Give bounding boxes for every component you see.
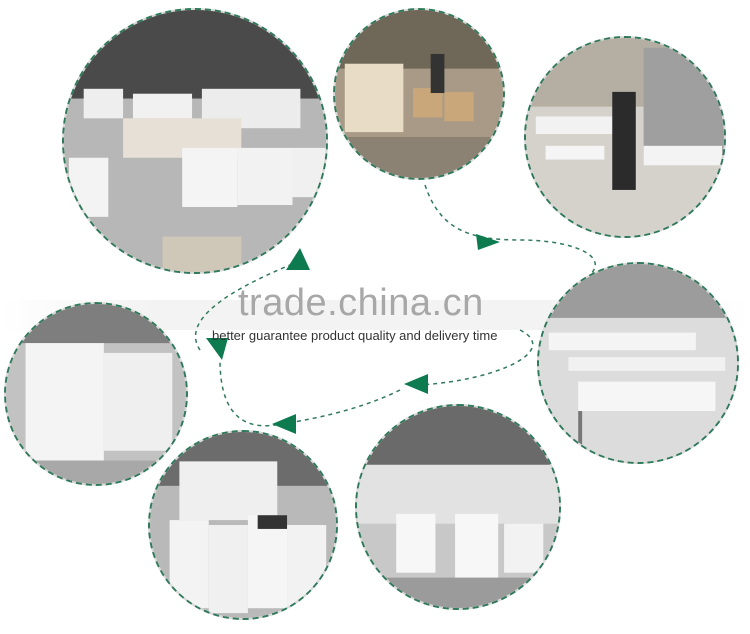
photo-mirror-frames-production (355, 404, 561, 610)
arrow-right-icon (476, 234, 500, 250)
photo-warehouse-bedside-tables (62, 8, 328, 274)
tagline-text: better guarantee product quality and del… (212, 328, 498, 343)
photo-workers-assembling-stools (333, 8, 505, 180)
photo-stacked-white-cabinets (4, 302, 188, 486)
photo-packed-drawer-units (148, 430, 338, 620)
watermark-text: trade.china.cn (238, 282, 484, 324)
photo-drying-racks-benches (537, 262, 739, 464)
arrow-left-icon (404, 374, 428, 394)
photo-worker-spraying-panels (524, 36, 726, 238)
arrow-left-icon (272, 414, 296, 434)
